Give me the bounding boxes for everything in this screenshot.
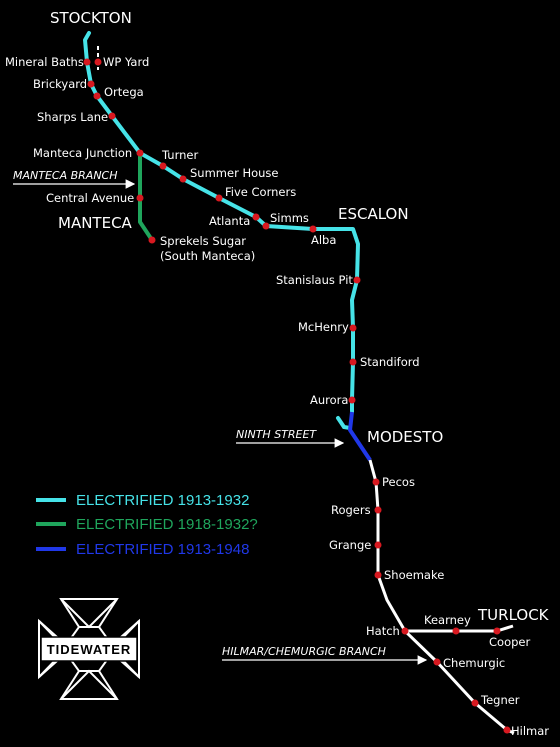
label-five-corners: Five Corners bbox=[225, 185, 296, 199]
station-stanislaus-pit[interactable] bbox=[353, 276, 361, 284]
route-ninth-street-spur bbox=[336, 416, 352, 430]
route-modesto-hilmar bbox=[368, 459, 515, 735]
station-atlanta[interactable] bbox=[252, 213, 260, 221]
station-rogers[interactable] bbox=[374, 506, 382, 514]
station-brickyard[interactable] bbox=[87, 80, 95, 88]
station-chemurgic[interactable] bbox=[433, 658, 441, 666]
station-hatch[interactable] bbox=[401, 627, 409, 635]
station-manteca-junction[interactable] bbox=[136, 149, 144, 157]
station-hilmar[interactable] bbox=[503, 726, 511, 734]
logo-text: TIDEWATER bbox=[47, 642, 132, 657]
city-manteca: MANTECA bbox=[58, 214, 133, 232]
station-aurora[interactable] bbox=[348, 396, 356, 404]
station-summer-house[interactable] bbox=[179, 175, 187, 183]
city-escalon: ESCALON bbox=[338, 205, 409, 223]
label-mchenry: McHenry bbox=[298, 320, 349, 334]
label-aurora: Aurora bbox=[310, 393, 348, 407]
label-wp-yard: WP Yard bbox=[103, 55, 149, 69]
legend-label-2: ELECTRIFIED 1918-1932? bbox=[76, 516, 258, 533]
label-hilmar-chemurgic-branch: HILMAR/CHEMURGIC BRANCH bbox=[222, 645, 386, 658]
label-simms: Simms bbox=[270, 211, 309, 225]
station-standiford[interactable] bbox=[349, 358, 357, 366]
station-cooper[interactable] bbox=[493, 627, 501, 635]
legend: ELECTRIFIED 1913-1932 ELECTRIFIED 1918-1… bbox=[36, 492, 258, 558]
station-wp-yard[interactable] bbox=[94, 58, 102, 66]
label-turner: Turner bbox=[161, 148, 198, 162]
label-stanislaus-pit: Stanislaus Pit bbox=[276, 273, 353, 287]
label-summer-house: Summer House bbox=[190, 166, 279, 180]
route-modesto-segment bbox=[348, 411, 372, 462]
station-shoemake[interactable] bbox=[374, 571, 382, 579]
label-mineral-baths: Mineral Baths bbox=[5, 55, 84, 69]
label-manteca-junction: Manteca Junction bbox=[33, 146, 132, 160]
label-shoemake: Shoemake bbox=[384, 568, 444, 582]
label-ninth-street: NINTH STREET bbox=[236, 428, 317, 441]
label-brickyard: Brickyard bbox=[33, 77, 87, 91]
label-south-manteca: (South Manteca) bbox=[160, 249, 255, 263]
station-mineral-baths[interactable] bbox=[83, 58, 91, 66]
label-ortega: Ortega bbox=[104, 85, 144, 99]
label-standiford: Standiford bbox=[360, 355, 420, 369]
station-mchenry[interactable] bbox=[349, 324, 357, 332]
label-cooper: Cooper bbox=[489, 635, 530, 649]
label-kearney: Kearney bbox=[424, 613, 471, 627]
route-turlock-branch bbox=[405, 624, 514, 633]
station-central-avenue[interactable] bbox=[136, 194, 144, 202]
label-hilmar: Hilmar bbox=[511, 724, 549, 738]
label-manteca-branch: MANTECA BRANCH bbox=[13, 169, 118, 182]
label-pecos: Pecos bbox=[382, 475, 415, 489]
route-manteca-branch bbox=[138, 153, 154, 242]
station-sprekels-sugar[interactable] bbox=[148, 236, 156, 244]
station-pecos[interactable] bbox=[372, 478, 380, 486]
station-kearney[interactable] bbox=[452, 627, 460, 635]
label-hatch: Hatch bbox=[366, 624, 400, 638]
label-rogers: Rogers bbox=[331, 503, 371, 517]
station-tegner[interactable] bbox=[471, 699, 479, 707]
label-alba: Alba bbox=[311, 233, 336, 247]
station-simms[interactable] bbox=[262, 222, 270, 230]
label-chemurgic: Chemurgic bbox=[443, 656, 505, 670]
label-grange: Grange bbox=[329, 538, 371, 552]
city-stockton: STOCKTON bbox=[50, 9, 132, 27]
legend-label-1: ELECTRIFIED 1913-1932 bbox=[76, 492, 249, 509]
station-alba[interactable] bbox=[309, 225, 317, 233]
station-grange[interactable] bbox=[374, 541, 382, 549]
station-turner[interactable] bbox=[159, 162, 167, 170]
label-atlanta: Atlanta bbox=[209, 214, 250, 228]
station-five-corners[interactable] bbox=[215, 194, 223, 202]
label-central-avenue: Central Avenue bbox=[46, 191, 134, 205]
station-sharps-lane[interactable] bbox=[108, 112, 116, 120]
label-sharps-lane: Sharps Lane bbox=[37, 110, 108, 124]
stations bbox=[83, 58, 511, 734]
label-sprekels-sugar: Sprekels Sugar bbox=[160, 234, 246, 248]
tidewater-logo: TIDEWATER bbox=[38, 598, 140, 700]
label-tegner: Tegner bbox=[480, 693, 520, 707]
station-ortega[interactable] bbox=[93, 92, 101, 100]
city-modesto: MODESTO bbox=[367, 428, 443, 446]
city-turlock: TURLOCK bbox=[477, 606, 550, 624]
legend-label-3: ELECTRIFIED 1913-1948 bbox=[76, 541, 249, 558]
